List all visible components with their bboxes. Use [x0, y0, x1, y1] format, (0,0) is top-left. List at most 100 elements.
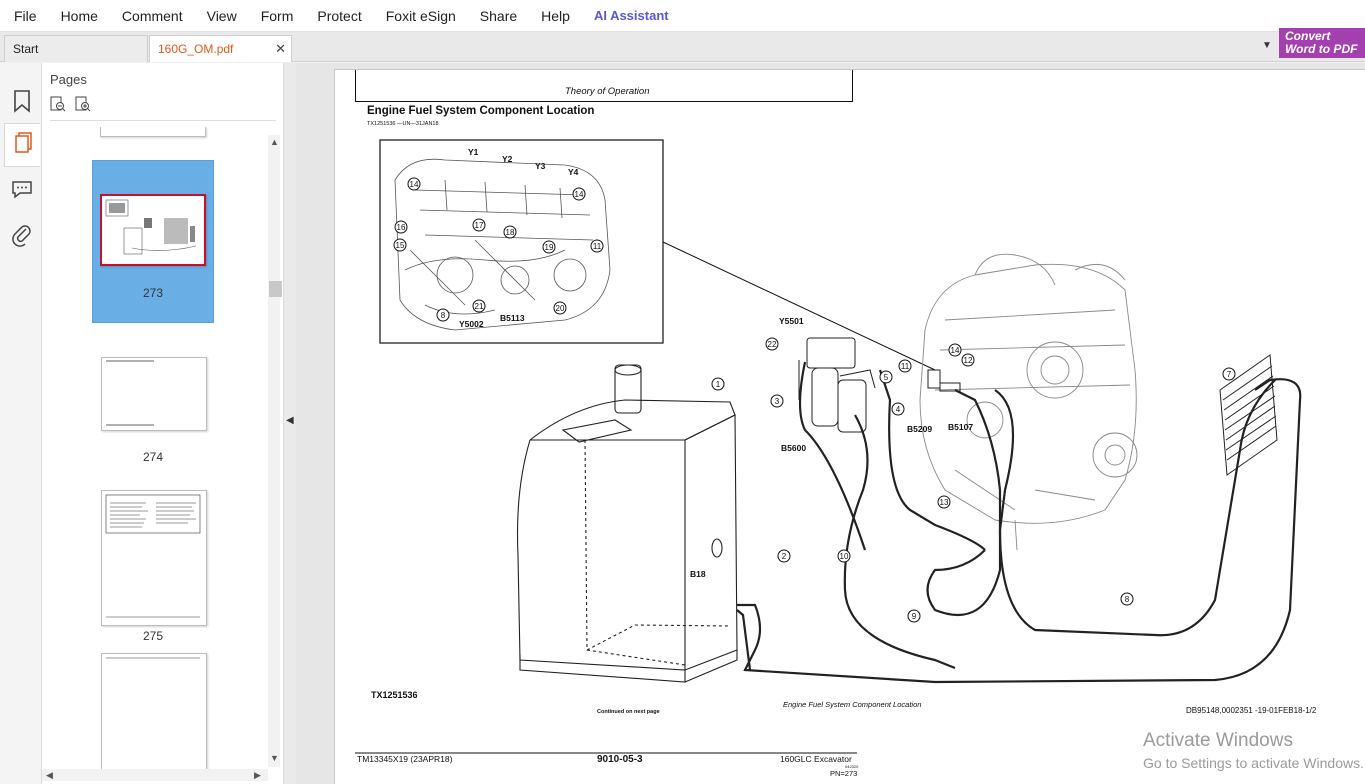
tab-document[interactable]: 160G_OM.pdf ✕	[149, 35, 292, 62]
collapse-arrow-icon[interactable]: ◀	[286, 415, 294, 426]
callout-21: 21	[475, 302, 484, 311]
callout-14-inset-b: 14	[575, 190, 584, 199]
callout-9: 9	[912, 612, 917, 621]
page-number-274: 274	[142, 450, 164, 464]
page-header: Theory of Operation	[565, 86, 650, 97]
footer-model: 160GLC Excavator	[780, 754, 852, 764]
menu-share[interactable]: Share	[479, 7, 518, 24]
label-b5600: B5600	[781, 443, 806, 453]
callout-13: 13	[940, 498, 949, 507]
label-b5113: B5113	[500, 313, 525, 323]
panel-title: Pages	[50, 72, 87, 87]
callout-2: 2	[782, 552, 787, 561]
close-icon[interactable]: ✕	[275, 41, 286, 56]
document-viewport[interactable]: Theory of Operation Engine Fuel System C…	[296, 63, 1365, 784]
scroll-up-icon[interactable]: ▲	[270, 137, 279, 147]
tab-document-label: 160G_OM.pdf	[158, 42, 234, 56]
tab-start[interactable]: Start	[4, 35, 148, 62]
label-y3: Y3	[535, 161, 546, 171]
page-number-273: 273	[142, 286, 164, 300]
page-thumbnail-273[interactable]	[100, 194, 206, 266]
pages-icon[interactable]	[4, 123, 40, 167]
menu-home[interactable]: Home	[60, 7, 98, 24]
menu-ai-assistant[interactable]: AI Assistant	[593, 7, 669, 23]
menu-comment[interactable]: Comment	[121, 7, 183, 24]
callout-12: 12	[964, 356, 973, 365]
menu-file[interactable]: File	[14, 7, 37, 24]
menu-help[interactable]: Help	[541, 7, 570, 24]
convert-label: Convert	[1285, 29, 1331, 43]
label-y2: Y2	[502, 154, 513, 164]
page-thumbnail-276[interactable]	[101, 653, 207, 771]
tab-bar: Start 160G_OM.pdf ✕ ▼	[0, 32, 1365, 62]
scroll-left-icon[interactable]: ◀	[46, 770, 53, 780]
footer-manual-id: TM13345X19 (23APR18)	[357, 754, 453, 764]
attachment-icon[interactable]	[8, 221, 36, 249]
label-b18: B18	[690, 569, 706, 579]
callout-11: 11	[901, 362, 910, 371]
callout-1: 1	[716, 380, 721, 389]
footer-pn: PN=273	[830, 769, 858, 778]
page-thumbnail-275[interactable]	[101, 490, 207, 626]
thumbnail-horizontal-scrollbar[interactable]: ◀ ▶	[42, 769, 268, 781]
scroll-down-icon[interactable]: ▼	[270, 753, 279, 763]
pdf-page: Theory of Operation Engine Fuel System C…	[334, 69, 1365, 784]
tab-list-dropdown-icon[interactable]: ▼	[1262, 40, 1272, 51]
callout-8-inset: 8	[441, 311, 446, 320]
callout-17: 17	[475, 221, 484, 230]
label-y5002: Y5002	[459, 319, 484, 329]
footer-small-code: 042320	[845, 764, 859, 769]
figure-id: TX1251536	[371, 690, 418, 700]
callout-14-inset-a: 14	[410, 180, 419, 189]
callout-16: 16	[397, 223, 406, 232]
page-number-275: 275	[142, 629, 164, 643]
activate-windows-title: Activate Windows	[1143, 730, 1293, 751]
menu-view[interactable]: View	[206, 7, 237, 24]
figure-caption: Engine Fuel System Component Location	[783, 700, 922, 709]
callout-4: 4	[896, 405, 901, 414]
pages-panel: Pages 273 274	[42, 63, 284, 784]
page-thumbnail-272[interactable]	[100, 127, 206, 137]
callout-19: 19	[545, 243, 554, 252]
figure-title: Engine Fuel System Component Location	[367, 105, 595, 117]
scroll-right-icon[interactable]: ▶	[254, 770, 261, 780]
callout-5: 5	[884, 373, 889, 382]
figure-subtitle: TX1251536 —UN—31JAN18	[367, 121, 439, 127]
label-b5209: B5209	[907, 424, 932, 434]
menu-bar: File Home Comment View Form Protect Foxi…	[0, 0, 1365, 32]
callout-8: 8	[1125, 595, 1130, 604]
callout-7: 7	[1227, 370, 1232, 379]
zoom-in-thumbnail-icon[interactable]	[75, 96, 91, 117]
thumbnail-vertical-scrollbar[interactable]: ▲ ▼	[268, 135, 282, 767]
callout-11-inset: 11	[593, 242, 602, 251]
activate-windows-subtitle: Go to Settings to activate Windows.	[1143, 755, 1364, 771]
callout-10: 10	[840, 552, 849, 561]
navigation-rail	[0, 63, 42, 784]
callout-20: 20	[556, 304, 565, 313]
label-y1: Y1	[468, 147, 479, 157]
callout-22: 22	[768, 340, 777, 349]
convert-sublabel: Word to PDF	[1285, 42, 1358, 56]
comments-icon[interactable]	[8, 175, 36, 203]
footer-page-code: 9010-05-3	[597, 754, 643, 765]
bookmark-icon[interactable]	[8, 87, 36, 115]
callout-14: 14	[951, 346, 960, 355]
label-b5107: B5107	[948, 422, 973, 432]
tab-start-label: Start	[13, 42, 39, 56]
convert-word-to-pdf-button[interactable]: Convert Word to PDF	[1279, 28, 1365, 58]
panel-collapse-handle[interactable]: ◀	[284, 63, 296, 784]
fuel-system-diagram: 1 2 3 4 5 7 8 8 9 10 11 11 12 13 14 14 1…	[355, 139, 1302, 754]
zoom-out-thumbnail-icon[interactable]	[50, 96, 66, 117]
panel-divider	[50, 120, 276, 121]
menu-form[interactable]: Form	[260, 7, 294, 24]
callout-15: 15	[396, 241, 405, 250]
label-y5501: Y5501	[779, 316, 804, 326]
label-y4: Y4	[568, 167, 579, 177]
scrollbar-thumb[interactable]	[269, 281, 282, 297]
menu-protect[interactable]: Protect	[317, 7, 362, 24]
continued-note: Continued on next page	[597, 709, 660, 715]
page-thumbnail-274[interactable]	[101, 357, 207, 431]
menu-foxit-esign[interactable]: Foxit eSign	[385, 7, 456, 24]
document-reference: DB95148,0002351 -19-01FEB18-1/2	[1186, 706, 1317, 715]
page-header-box	[355, 70, 853, 102]
